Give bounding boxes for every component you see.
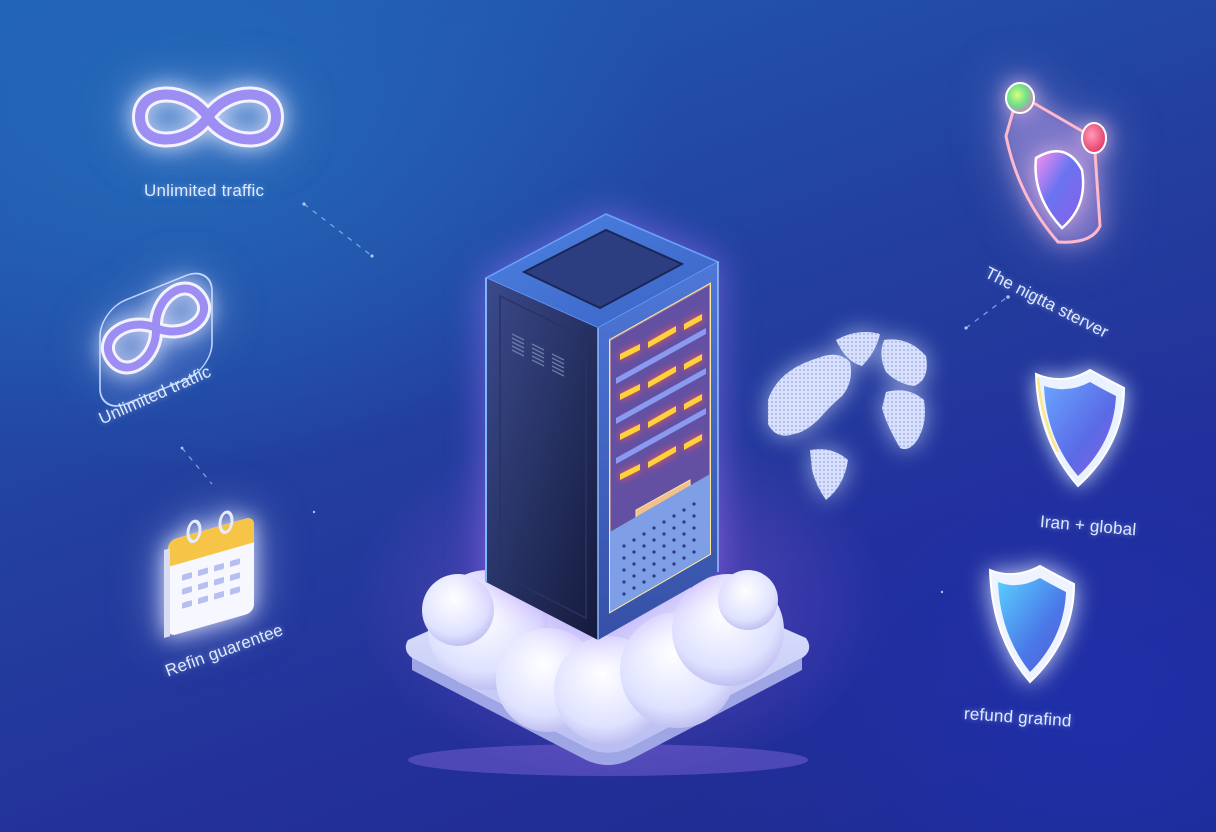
feature-unlimited-traffic-card — [86, 258, 226, 407]
world-map-globe-icon — [758, 300, 938, 500]
infinity-icon — [131, 86, 285, 148]
infinity-card-icon — [100, 281, 212, 375]
shield-icon — [982, 558, 1078, 688]
feature-label: Unlimited traffic — [144, 181, 265, 200]
calendar-icon — [164, 494, 264, 638]
server-rack-icon — [484, 210, 726, 640]
shield-icon — [1028, 360, 1128, 492]
network-shield-icon — [996, 76, 1116, 256]
cloud-platform-icon — [398, 540, 818, 776]
feature-unlimited-traffic-top — [128, 72, 288, 162]
